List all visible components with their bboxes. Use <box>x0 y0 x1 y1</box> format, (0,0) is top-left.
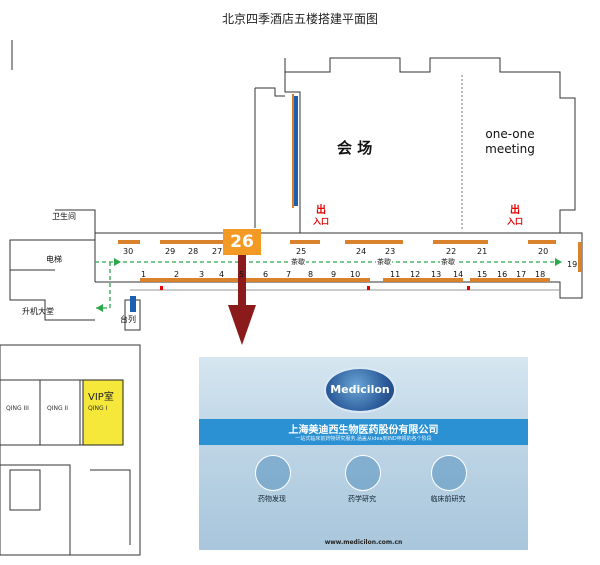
booth-number: 19 <box>567 260 578 269</box>
booth-number: 1 <box>141 270 147 279</box>
booth-number: 10 <box>350 270 361 279</box>
booth-number: 2 <box>174 270 180 279</box>
service-label: 药物发现 <box>258 495 286 503</box>
vip-room-label: VIP室 <box>88 392 114 403</box>
tea-break-1: 茶歇 <box>290 257 306 267</box>
booth-number: 4 <box>219 270 225 279</box>
exit-1: 出 入口 <box>312 205 330 227</box>
stage-label: 台列 <box>120 315 136 324</box>
booth-number: 6 <box>263 270 269 279</box>
booth-number: 15 <box>477 270 488 279</box>
booth-number: 5 <box>239 270 245 279</box>
banner-band <box>199 419 528 445</box>
booth-number: 29 <box>165 247 176 256</box>
preclinical-research-icon <box>431 455 467 491</box>
exit-2: 出 入口 <box>506 205 524 227</box>
booth-number: 24 <box>356 247 367 256</box>
booth-number: 13 <box>431 270 442 279</box>
meeting-label-line1: one-one <box>485 127 535 141</box>
lobby-label: 升机大堂 <box>22 307 54 316</box>
meeting-label-line2: meeting <box>485 142 535 156</box>
hall-label: 会 场 <box>337 139 373 157</box>
exit-1-bottom: 入口 <box>313 217 329 226</box>
exit-1-top: 出 <box>316 205 326 216</box>
booth-number: 18 <box>535 270 546 279</box>
toilet-label: 卫生间 <box>52 212 76 221</box>
booth-number: 8 <box>308 270 314 279</box>
pharmaceutical-research-icon <box>345 455 381 491</box>
booth-number: 23 <box>385 247 396 256</box>
room-qing-1: QING I <box>88 405 108 412</box>
booth-number: 3 <box>199 270 205 279</box>
map-title: 北京四季酒店五楼搭建平面图 <box>221 12 378 26</box>
room-qing-2: QING II <box>47 405 69 412</box>
elevator-label: 电梯 <box>46 255 62 264</box>
booth-number: 30 <box>123 247 134 256</box>
company-name: 上海美迪西生物医药股份有限公司 <box>288 425 439 436</box>
booth-number: 9 <box>331 270 337 279</box>
booth-number: 20 <box>538 247 549 256</box>
booth-number: 11 <box>390 270 401 279</box>
booth-number: 17 <box>516 270 527 279</box>
booth-number: 25 <box>296 247 307 256</box>
company-slogan: 一站式临床前药物研究服务,涵盖从idea到IND申报的各个阶段 <box>295 436 432 442</box>
room-qing-3: QING III <box>6 405 29 412</box>
booth-number: 16 <box>497 270 508 279</box>
tea-break-3: 茶歇 <box>440 257 456 267</box>
company-banner: Medicilon 上海美迪西生物医药股份有限公司 一站式临床前药物研究服务,涵… <box>199 357 528 550</box>
service-label: 临床前研究 <box>430 495 466 503</box>
booth-number: 14 <box>453 270 464 279</box>
booth-number: 12 <box>410 270 421 279</box>
company-logo: Medicilon <box>326 369 394 411</box>
booth-number: 27 <box>212 247 223 256</box>
drug-discovery-icon <box>255 455 291 491</box>
booth-number: 21 <box>477 247 488 256</box>
highlighted-booth-26: 26 <box>223 229 261 255</box>
meeting-label: one-one meeting <box>480 127 540 157</box>
service-label: 药学研究 <box>348 495 376 503</box>
exit-2-top: 出 <box>510 205 520 216</box>
booth-number: 7 <box>286 270 292 279</box>
exit-2-bottom: 入口 <box>507 217 523 226</box>
company-url: www.medicilon.com.cn <box>324 539 403 546</box>
tea-break-2: 茶歇 <box>376 257 392 267</box>
booth-number: 22 <box>446 247 457 256</box>
booth-number: 28 <box>188 247 199 256</box>
